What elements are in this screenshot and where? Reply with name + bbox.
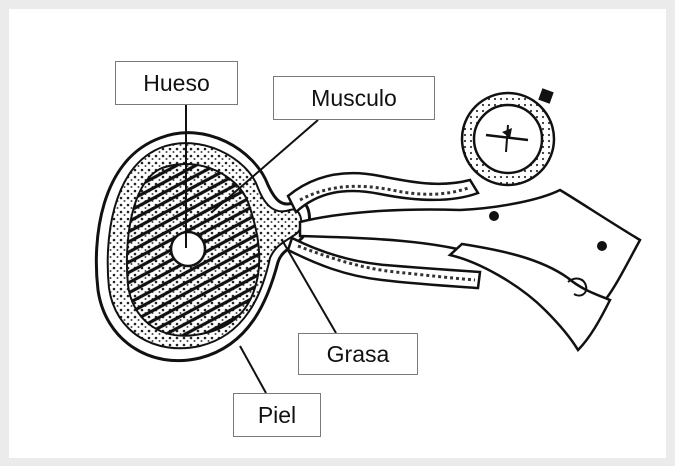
caliper-pivot [489,211,499,221]
label-grasa: Grasa [298,333,418,375]
bone [171,232,205,266]
dial-gauge-face [474,105,542,173]
label-musculo: Musculo [273,76,435,120]
label-hueso: Hueso [115,61,238,105]
caliper-screw [597,241,607,251]
label-hueso-text: Hueso [143,70,209,97]
dial-gauge-knob [538,88,553,103]
label-musculo-text: Musculo [311,85,397,112]
label-piel: Piel [233,393,321,437]
label-piel-text: Piel [258,402,296,429]
label-grasa-text: Grasa [327,341,390,368]
leader-piel [240,346,266,393]
